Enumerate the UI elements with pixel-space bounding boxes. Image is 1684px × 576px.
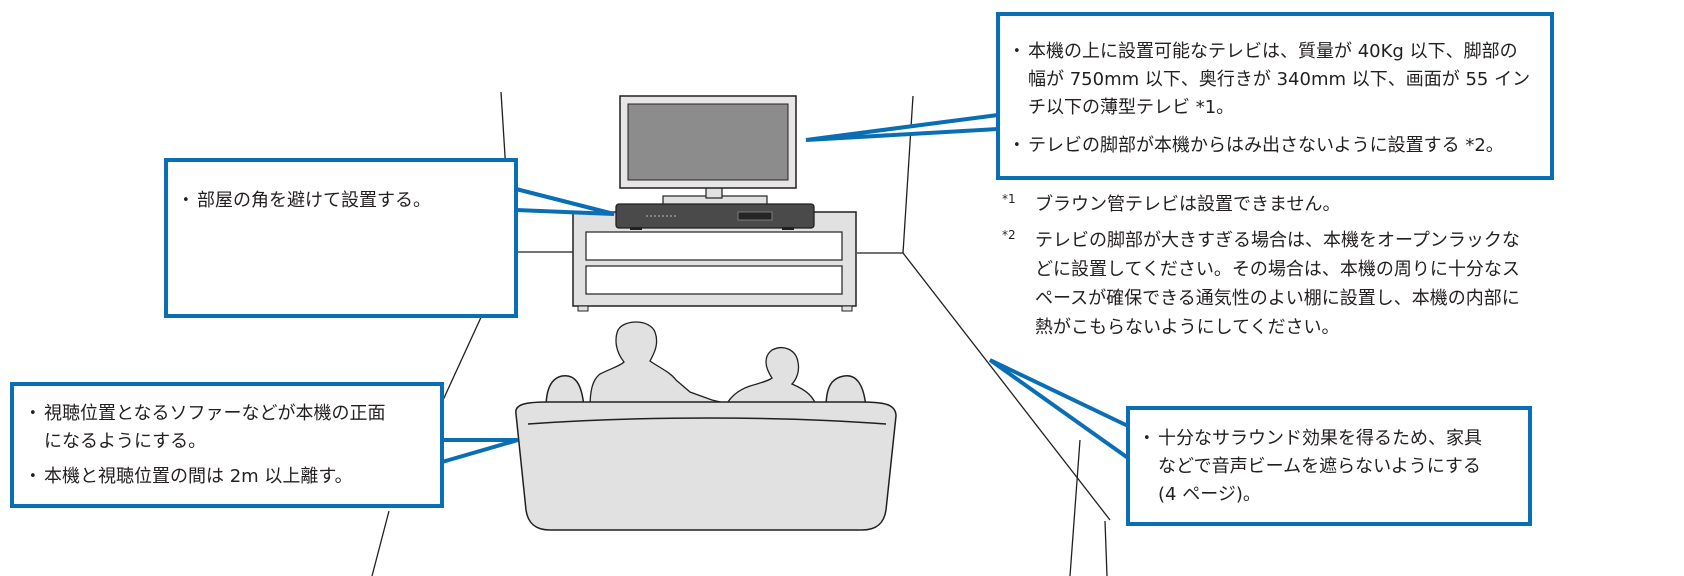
sofa <box>515 374 897 531</box>
callout-avoid-corner: 部屋の角を避けて設置する。 <box>164 158 518 318</box>
text-line: 本機の上に設置可能なテレビは、質量が 40Kg 以下、脚部の <box>1028 41 1518 62</box>
text-line: 視聴位置となるソファーなどが本機の正面 <box>44 403 386 424</box>
footnote-mark: *1 <box>1002 192 1016 206</box>
footnote-text: テレビの脚部が大きすぎる場合は、本機をオープンラックな どに設置してください。そ… <box>1035 226 1520 342</box>
bullet-item: 部屋の角を避けて設置する。 <box>181 187 514 215</box>
footnote-mark: *2 <box>1002 228 1016 242</box>
text-line: テレビの脚部が大きすぎる場合は、本機をオープンラックな <box>1035 230 1520 251</box>
footnote-1: *1 ブラウン管テレビは設置できません。 <box>1002 190 1340 219</box>
footnote-text: ブラウン管テレビは設置できません。 <box>1035 190 1340 219</box>
tv <box>619 95 797 207</box>
text-line: ペースが確保できる通気性のよい棚に設置し、本機の内部に <box>1035 288 1520 309</box>
text-line: テレビの脚部が本機からはみ出さないように設置する *2。 <box>1028 135 1504 156</box>
bullet-item: 視聴位置となるソファーなどが本機の正面 になるようにする。 <box>28 400 440 456</box>
text-line: ブラウン管テレビは設置できません。 <box>1035 194 1341 215</box>
bullet-item: 十分なサラウンド効果を得るため、家具 などで音声ビームを遮らないようにする (4… <box>1142 425 1528 509</box>
callout-surround-beam: 十分なサラウンド効果を得るため、家具 などで音声ビームを遮らないようにする (4… <box>1126 406 1532 526</box>
sound-bar <box>615 203 815 230</box>
callout-viewing-position: 視聴位置となるソファーなどが本機の正面 になるようにする。 本機と視聴位置の間は… <box>10 382 444 508</box>
text-line: チ以下の薄型テレビ *1。 <box>1028 97 1235 118</box>
footnote-2: *2 テレビの脚部が大きすぎる場合は、本機をオープンラックな どに設置してくださ… <box>1002 226 1520 342</box>
callout-tv-requirements: 本機の上に設置可能なテレビは、質量が 40Kg 以下、脚部の 幅が 750mm … <box>996 12 1554 180</box>
text-line: 本機と視聴位置の間は 2m 以上離す。 <box>44 466 353 487</box>
text-line: 幅が 750mm 以下、奥行きが 340mm 以下、画面が 55 イン <box>1028 69 1531 90</box>
callout-pointers <box>441 113 1130 464</box>
bullet-item: テレビの脚部が本機からはみ出さないように設置する *2。 <box>1012 132 1550 160</box>
text-line: (4 ページ)。 <box>1158 484 1261 505</box>
text-line: などで音声ビームを遮らないようにする <box>1158 456 1481 477</box>
text-line: 部屋の角を避けて設置する。 <box>197 190 431 211</box>
viewer-silhouettes <box>589 321 819 411</box>
text-line: になるようにする。 <box>44 431 207 452</box>
text-line: どに設置してください。その場合は、本機の周りに十分なス <box>1035 259 1520 280</box>
text-line: 熱がこもらないようにしてください。 <box>1035 317 1340 338</box>
bullet-item: 本機の上に設置可能なテレビは、質量が 40Kg 以下、脚部の 幅が 750mm … <box>1012 38 1550 122</box>
text-line: 十分なサラウンド効果を得るため、家具 <box>1158 428 1482 449</box>
bullet-item: 本機と視聴位置の間は 2m 以上離す。 <box>28 463 440 491</box>
